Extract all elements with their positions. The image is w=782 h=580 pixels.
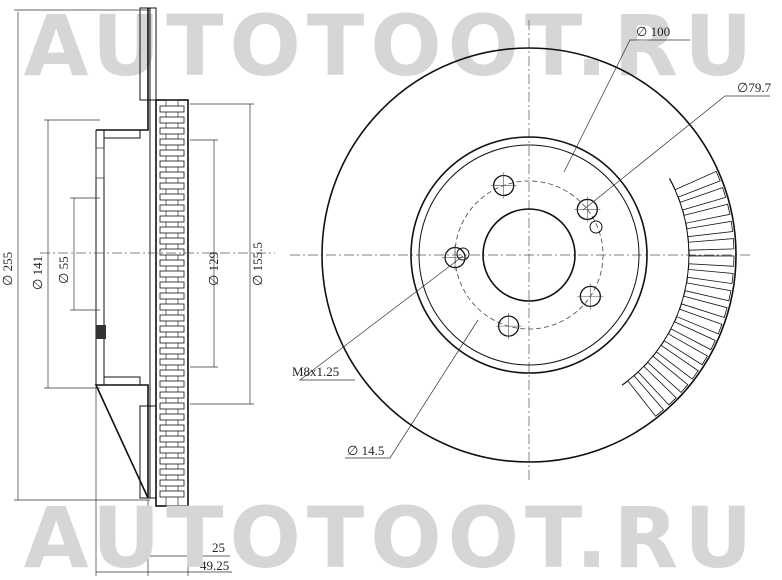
vent-cutaway-blade (688, 238, 735, 251)
hat-inner-edge (418, 144, 640, 366)
vent-cutaway-blade (663, 333, 708, 366)
vent-slot (159, 248, 185, 256)
vent-slot (159, 182, 185, 190)
center-bore (482, 208, 576, 302)
vent-cutaway-blade (686, 220, 734, 238)
vent-slot (159, 479, 185, 487)
vent-slot (159, 435, 185, 443)
vent-cutaway-blade (679, 187, 727, 211)
vent-slot (159, 446, 185, 454)
vent-slot (159, 380, 185, 388)
vent-slot (159, 303, 185, 311)
vent-cutaway-blade (637, 365, 677, 406)
leader-79-7 (582, 95, 770, 211)
vent-slot (159, 204, 185, 212)
vent-slot (159, 105, 185, 113)
label-55: ∅ 55 (56, 256, 71, 284)
label-m8: M8x1.25 (292, 364, 339, 379)
label-155-5: ∅ 155.5 (250, 242, 265, 286)
vent-slot (159, 127, 185, 135)
vent-slot (159, 171, 185, 179)
vent-cutaway-blade (683, 203, 731, 224)
vent-cutaway (621, 170, 735, 417)
vent-slot (159, 358, 185, 366)
outer-disc-edge (321, 47, 737, 463)
vent-slot (159, 490, 185, 498)
wheel-stud (96, 325, 106, 339)
vent-slot (159, 149, 185, 157)
vent-slot (159, 226, 185, 234)
vent-cutaway-blade (688, 255, 735, 267)
vent-cutaway-blade (686, 268, 734, 285)
vent-slot (159, 325, 185, 333)
hat-outer-edge (410, 136, 648, 374)
vent-cutaway-blade (647, 355, 689, 394)
label-25: 25 (212, 540, 225, 555)
vent-cutaway-blade (627, 375, 665, 417)
label-255: ∅ 255 (0, 252, 15, 286)
vent-cutaway-blade (676, 308, 723, 335)
label-141: ∅ 141 (30, 256, 45, 290)
vent-slot (159, 457, 185, 465)
vent-slot (159, 424, 185, 432)
vent-slot (159, 237, 185, 245)
vent-slot (159, 369, 185, 377)
vent-cutaway-inner-arc (621, 178, 690, 386)
vent-slot (159, 259, 185, 267)
bolt-holes (442, 172, 604, 340)
vent-slot (159, 391, 185, 399)
label-79-7: ∅79.7 (737, 80, 772, 95)
threaded-hole-left (456, 247, 470, 261)
label-49-25: 49.25 (200, 558, 229, 573)
vent-slot (159, 314, 185, 322)
leader-m8 (298, 255, 464, 381)
vent-cutaway-blade (680, 295, 728, 319)
face-view: ∅ 100 ∅79.7 M8x1.25 ∅ 14.5 (290, 20, 772, 480)
vent-cutaway-blade (674, 170, 721, 198)
vent-slot (159, 347, 185, 355)
label-14-5: ∅ 14.5 (347, 443, 384, 458)
label-100: ∅ 100 (636, 24, 670, 39)
vent-slot (159, 292, 185, 300)
vent-slot (159, 160, 185, 168)
hub-bottom-hatch (103, 376, 141, 386)
vent-cutaway-blade (670, 321, 716, 351)
vent-slot (159, 116, 185, 124)
vent-slot (159, 468, 185, 476)
hub-top-hatch (103, 129, 141, 139)
vent-slot (159, 193, 185, 201)
vent-slot (159, 402, 185, 410)
vent-slot (159, 138, 185, 146)
threaded-hole-right (589, 220, 603, 234)
vent-slot (159, 215, 185, 223)
vent-slot (159, 336, 185, 344)
vent-core-hatch (165, 99, 179, 507)
leader-14-5 (345, 319, 479, 459)
vent-cutaway-blade (684, 282, 732, 302)
vent-channels (159, 105, 185, 498)
label-129: ∅ 129 (206, 252, 221, 286)
vent-slot (159, 281, 185, 289)
leader-100 (563, 39, 690, 173)
section-view: ∅ 255 ∅ 141 ∅ 55 ∅ 129 ∅ 155.5 25 49.25 (0, 7, 275, 576)
vent-cutaway-blade (655, 344, 699, 380)
vent-slot (159, 413, 185, 421)
stud-hole-upper (95, 147, 105, 179)
vent-slot (159, 270, 185, 278)
